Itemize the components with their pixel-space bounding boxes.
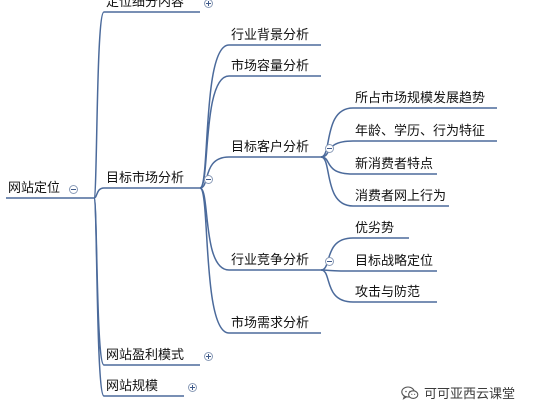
branch-connector bbox=[199, 187, 230, 334]
node-level1-n1sexft3[interactable]: 定位细分内容 bbox=[106, 0, 185, 10]
node-underlines bbox=[6, 11, 497, 397]
branch-connector bbox=[320, 237, 354, 271]
node-level2-n866k1n[interactable]: 行业背景分析 bbox=[231, 28, 310, 43]
node-level3-n1ok8jfd[interactable]: 目标战略定位 bbox=[355, 254, 434, 269]
branch-connector bbox=[93, 197, 105, 397]
branch-connector bbox=[320, 156, 354, 207]
collapse-toggle-icon[interactable] bbox=[325, 257, 334, 266]
branch-connector bbox=[199, 44, 230, 189]
node-level3-nbzkic[interactable]: 优劣势 bbox=[355, 221, 395, 236]
node-level2-n1no1sfs[interactable]: 目标客户分析 bbox=[231, 140, 310, 155]
branch-connector bbox=[320, 107, 354, 158]
node-level1-n1nx82l7[interactable]: 目标市场分析 bbox=[106, 171, 185, 186]
branch-connector bbox=[320, 156, 354, 175]
branch-connector bbox=[320, 269, 354, 303]
node-level2-nrqxx14[interactable]: 市场容量分析 bbox=[231, 59, 310, 74]
node-level2-nz2litg[interactable]: 市场需求分析 bbox=[231, 316, 310, 331]
branch-connector bbox=[199, 75, 230, 189]
node-level3-n1jaube5[interactable]: 所占市场规模发展趋势 bbox=[355, 91, 486, 106]
wechat-icon bbox=[401, 385, 419, 400]
node-level3-n1fbyjcv[interactable]: 攻击与防范 bbox=[355, 285, 421, 300]
node-level3-n1ljui3o[interactable]: 新消费者特点 bbox=[355, 157, 434, 172]
expand-toggle-icon[interactable] bbox=[204, 0, 213, 8]
watermark-text: 可可亚西云课堂 bbox=[424, 386, 516, 402]
node-level3-n14ouckm[interactable]: 年龄、学历、行为特征 bbox=[355, 124, 486, 139]
node-root-ngkj7vf[interactable]: 网站定位 bbox=[8, 181, 61, 196]
branch-connector bbox=[93, 11, 105, 199]
collapse-toggle-icon[interactable] bbox=[69, 185, 78, 194]
branch-connector bbox=[199, 156, 230, 189]
node-level2-n7br9dv[interactable]: 行业竞争分析 bbox=[231, 253, 310, 268]
collapse-toggle-icon[interactable] bbox=[325, 144, 334, 153]
node-level1-ngkr7ut[interactable]: 网站规模 bbox=[106, 379, 159, 394]
branch-connector bbox=[320, 269, 354, 272]
watermark: 可可亚西云课堂 bbox=[401, 383, 516, 402]
collapse-toggle-icon[interactable] bbox=[204, 175, 213, 184]
expand-toggle-icon[interactable] bbox=[204, 352, 213, 361]
expand-toggle-icon[interactable] bbox=[188, 383, 197, 392]
mindmap-links bbox=[93, 11, 354, 397]
node-level3-ns35chn[interactable]: 消费者网上行为 bbox=[355, 189, 447, 204]
branch-connector bbox=[93, 187, 105, 199]
node-level1-ngo5dcn[interactable]: 网站盈利模式 bbox=[106, 348, 185, 363]
